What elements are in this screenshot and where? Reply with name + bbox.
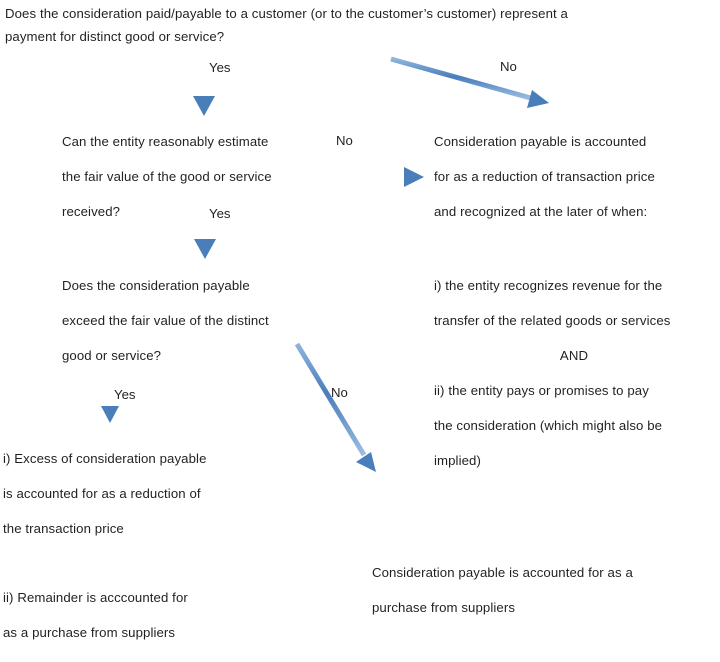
result-reduction-line-8: the consideration (which might also be bbox=[434, 418, 663, 433]
edge-label-q2-yes: Yes bbox=[209, 206, 231, 221]
result-reduction-line-4: i) the entity recognizes revenue for the bbox=[434, 278, 663, 293]
result-reduction-line-2: for as a reduction of transaction price bbox=[434, 169, 655, 184]
result-reduction-line-5: transfer of the related goods or service… bbox=[434, 313, 671, 328]
question-1-text: Does the consideration paid/payable to a… bbox=[5, 2, 715, 48]
edge-label-q3-yes: Yes bbox=[114, 387, 136, 402]
question-3-text: Does the consideration payable exceed the… bbox=[62, 268, 362, 373]
question-2-text: Can the entity reasonably estimate the fa… bbox=[62, 124, 362, 229]
result-reduction-part-1: Consideration payable is accounted for as… bbox=[434, 124, 720, 229]
question-1-line-2: payment for distinct good or service? bbox=[5, 29, 225, 44]
edge-label-q2-no: No bbox=[336, 133, 353, 148]
result-reduction-and-connector: AND bbox=[559, 348, 589, 363]
question-3-line-3: good or service? bbox=[62, 348, 162, 363]
result-reduction-line-1: Consideration payable is accounted bbox=[434, 134, 647, 149]
result-purchase-line-1: Consideration payable is accounted for a… bbox=[372, 565, 633, 580]
question-2-line-2: the fair value of the good or service bbox=[62, 169, 272, 184]
result-excess-line-4: ii) Remainder is acccounted for bbox=[3, 590, 188, 605]
edge-label-q1-no: No bbox=[500, 59, 517, 74]
question-3-line-1: Does the consideration payable bbox=[62, 278, 250, 293]
result-purchase-line-2: purchase from suppliers bbox=[372, 600, 516, 615]
result-reduction-line-7: ii) the entity pays or promises to pay bbox=[434, 383, 649, 398]
question-2-line-1: Can the entity reasonably estimate bbox=[62, 134, 269, 149]
result-reduction-part-3: ii) the entity pays or promises to pay th… bbox=[434, 373, 720, 478]
result-reduction-part-2: i) the entity recognizes revenue for the… bbox=[434, 268, 720, 338]
result-excess-line-5: as a purchase from suppliers bbox=[3, 625, 176, 640]
result-reduction-line-9: implied) bbox=[434, 453, 481, 468]
result-excess-line-3: the transaction price bbox=[3, 521, 124, 536]
edge-label-q1-yes: Yes bbox=[209, 60, 231, 75]
result-excess-line-1: i) Excess of consideration payable bbox=[3, 451, 207, 466]
question-2-line-3: received? bbox=[62, 204, 121, 219]
result-excess-part-1: i) Excess of consideration payable is acc… bbox=[3, 441, 343, 546]
result-purchase-text: Consideration payable is accounted for a… bbox=[372, 555, 702, 625]
question-3-line-2: exceed the fair value of the distinct bbox=[62, 313, 269, 328]
result-reduction-line-3: and recognized at the later of when: bbox=[434, 204, 648, 219]
edge-label-q3-no: No bbox=[331, 385, 348, 400]
question-1-line-1: Does the consideration paid/payable to a… bbox=[5, 6, 568, 21]
result-excess-line-2: is accounted for as a reduction of bbox=[3, 486, 201, 501]
result-excess-part-2: ii) Remainder is acccounted for as a purc… bbox=[3, 580, 343, 650]
arrow-q1-no bbox=[390, 56, 549, 108]
